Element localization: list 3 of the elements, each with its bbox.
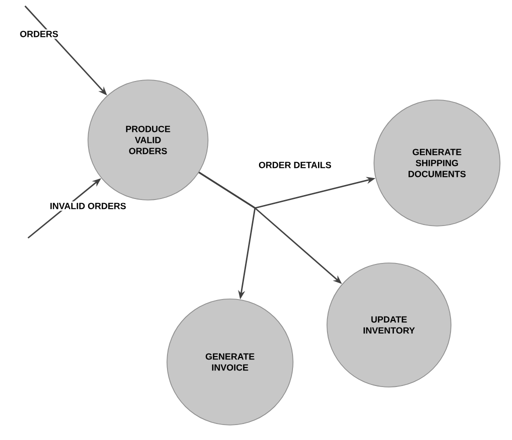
edge-label: INVALID ORDERS — [48, 201, 128, 211]
edge-label: ORDERS — [18, 29, 60, 39]
edge-label: ORDER DETAILS — [257, 160, 333, 170]
